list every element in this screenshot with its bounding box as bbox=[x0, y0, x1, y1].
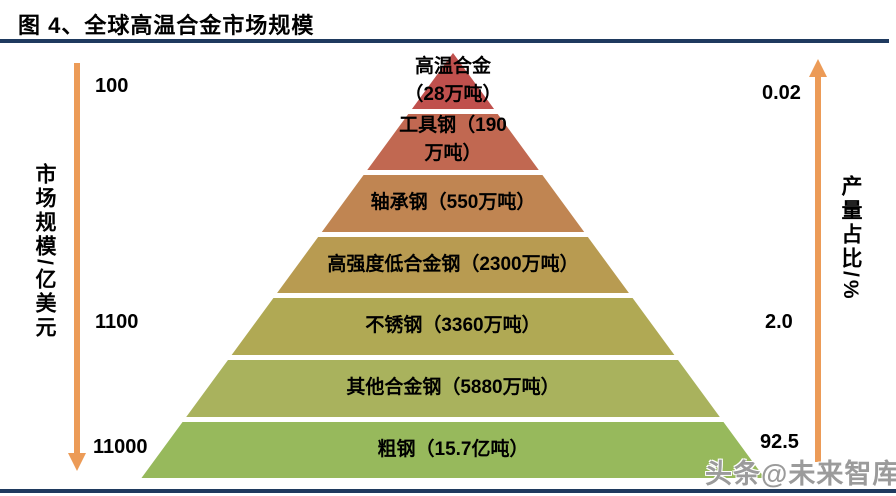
right-axis-arrow-line bbox=[815, 76, 821, 462]
bottom-border-line bbox=[0, 489, 896, 493]
pyramid-chart: 高温合金 （28万吨） 工具钢（190 万吨） 轴承钢（550万吨） 高强度低合… bbox=[141, 53, 765, 478]
pyramid-level-5 bbox=[231, 298, 675, 355]
left-axis-title: 市场规模/亿美元 bbox=[33, 163, 56, 340]
pyramid-level-6 bbox=[186, 360, 720, 417]
pyramid-shapes bbox=[141, 53, 765, 478]
pyramid-level-7 bbox=[141, 422, 765, 478]
watermark-toutiao: 头条@未来智库 bbox=[705, 459, 896, 489]
right-axis-tick-top: 0.02 bbox=[762, 82, 801, 104]
pyramid-level-1 bbox=[411, 53, 495, 109]
left-axis-tick-middle: 1100 bbox=[95, 311, 139, 333]
pyramid-level-3 bbox=[321, 175, 585, 232]
right-axis-arrow-up-icon bbox=[809, 59, 827, 77]
left-axis-arrow-line bbox=[74, 63, 80, 455]
title-divider-line bbox=[0, 39, 889, 43]
pyramid-level-4 bbox=[277, 237, 629, 293]
pyramid-level-2 bbox=[367, 114, 539, 170]
right-axis-tick-bottom: 92.5 bbox=[760, 431, 799, 453]
right-axis-tick-middle: 2.0 bbox=[765, 311, 793, 333]
left-axis-tick-top: 100 bbox=[95, 75, 129, 97]
figure-title: 图 4、全球高温合金市场规模 bbox=[18, 13, 315, 38]
left-axis-arrow-down-icon bbox=[68, 453, 86, 471]
left-axis-tick-bottom: 11000 bbox=[93, 436, 148, 458]
right-axis-title: 产量占比/% bbox=[839, 175, 862, 302]
